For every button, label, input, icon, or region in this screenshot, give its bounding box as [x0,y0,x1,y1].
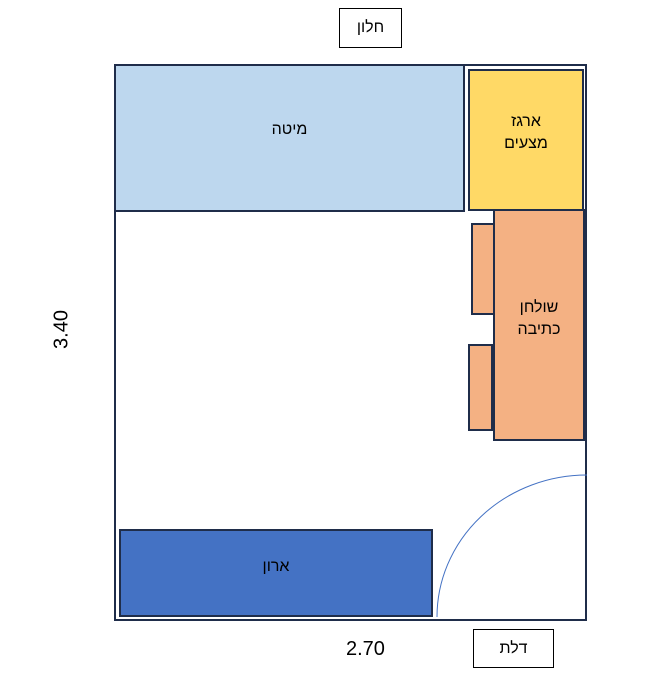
bed [114,64,465,212]
window-label: חלון [356,19,385,37]
height-dimension: 3.40 [50,310,73,349]
chair-upper [471,223,495,315]
width-dimension: 2.70 [346,638,385,660]
bed-label: מיטה [271,121,308,139]
chair-lower [468,344,493,431]
wardrobe [119,529,433,617]
desk [493,209,585,441]
door-label: דלת [499,639,528,657]
wardrobe-label: ארון [262,558,290,576]
desk-label-line2: כתיבה [517,321,561,338]
desk-label-line1: שולחן [519,299,559,317]
bedding-drawers-label-line2: מצעים [504,135,548,152]
bedding-drawers-label-line1: ארגז [511,113,541,131]
window-label-box [339,8,402,48]
bedding-drawers [468,69,584,211]
door-label-box [473,629,554,668]
bedding-drawers-label: ארגז מצעים [468,69,584,197]
desk-label: שולחן כתיבה [493,209,585,429]
